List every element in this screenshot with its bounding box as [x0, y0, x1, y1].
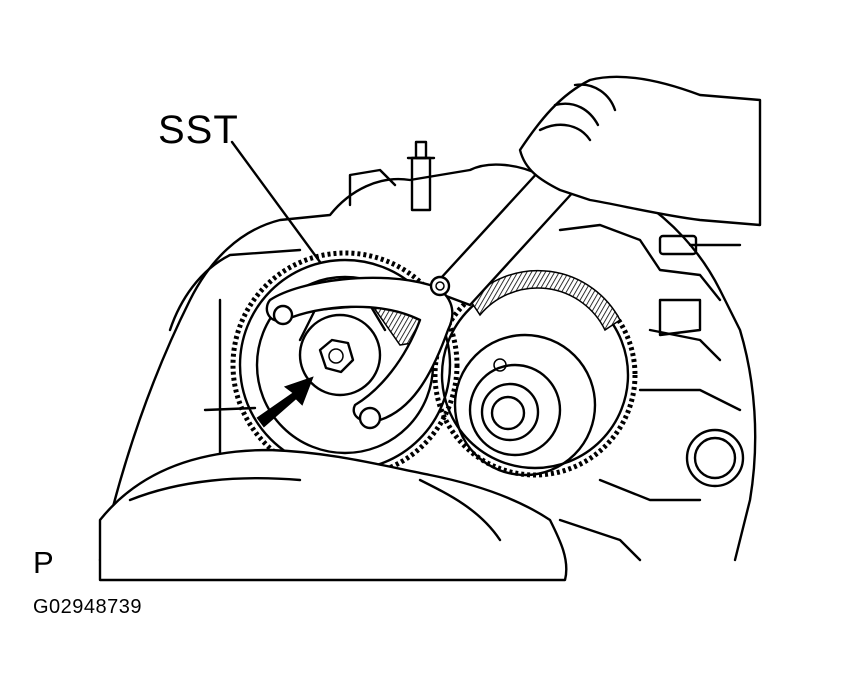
stud-bolt — [406, 140, 436, 212]
pulley-bolt — [318, 338, 355, 374]
sst-tool — [265, 161, 577, 430]
figure-id: G02948739 — [33, 596, 143, 618]
view-mark: P — [33, 545, 54, 580]
engine-housing — [98, 163, 757, 562]
camshaft-pulley-right — [432, 269, 638, 478]
hand — [518, 75, 762, 227]
direction-arrow-icon — [256, 376, 314, 428]
shop-rag — [98, 448, 568, 582]
tool-label: SST — [158, 108, 239, 152]
sst-leader-line — [230, 140, 322, 264]
